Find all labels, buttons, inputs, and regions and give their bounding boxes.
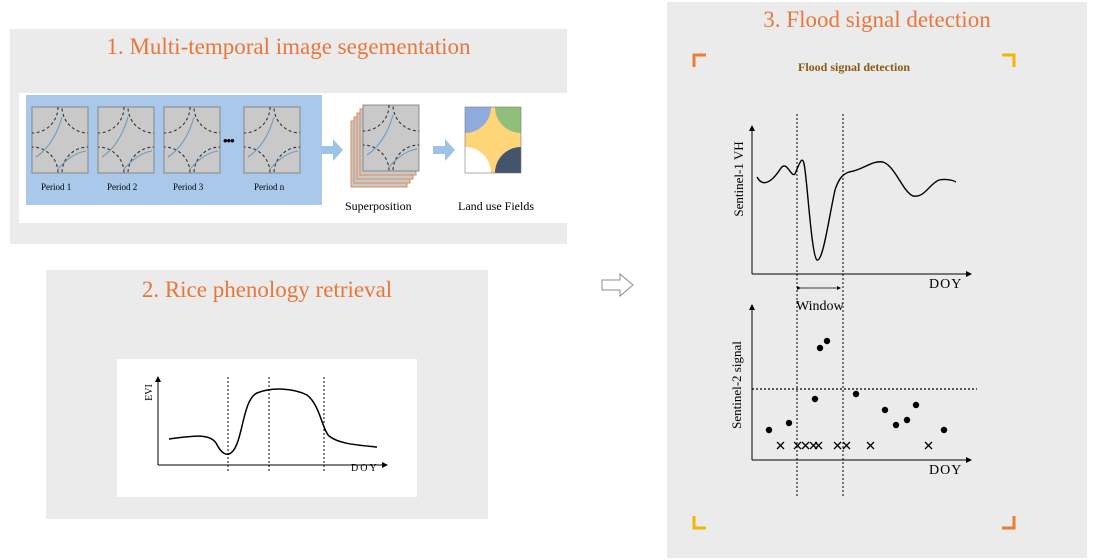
segmentation-figure: Period 1 Period 2 Period 3 Period n ••• … xyxy=(19,93,568,223)
corner-bracket-bottom-right xyxy=(1002,516,1016,530)
corner-bracket-bottom-left xyxy=(692,516,706,530)
evi-curve-chart xyxy=(155,376,388,473)
signal-cross xyxy=(842,441,851,450)
signal-dot xyxy=(823,337,831,345)
signal-dot xyxy=(785,419,793,427)
phenology-figure: EVI DOY xyxy=(117,359,417,497)
period-n-label: Period n xyxy=(254,182,285,192)
segmentation-diagram xyxy=(19,93,522,205)
corner-bracket-top-left xyxy=(692,53,706,67)
period-1-label: Period 1 xyxy=(41,182,72,192)
superposition-label: Superposition xyxy=(345,199,412,213)
panel-transition-arrow xyxy=(601,272,634,298)
segmentation-panel: 1. Multi-temporal image segementation xyxy=(10,29,568,244)
signal-cross xyxy=(776,441,785,450)
signal-cross xyxy=(814,441,823,450)
signal-dot xyxy=(940,426,948,434)
ellipsis-dots: ••• xyxy=(223,133,235,148)
flood-detection-subtitle: Flood signal detection xyxy=(797,60,910,74)
signal-dot xyxy=(765,426,773,434)
segmentation-title: 1. Multi-temporal image segementation xyxy=(106,34,471,59)
vh-backscatter-curve xyxy=(756,159,956,261)
signal-y-label: Sentinel-2 signal xyxy=(729,341,744,429)
evi-curve xyxy=(168,388,378,455)
corner-bracket-top-right xyxy=(1002,53,1016,67)
land-use-fields-label: Land use Fields xyxy=(458,199,534,213)
superposition-stack xyxy=(337,79,445,197)
period-2-label: Period 2 xyxy=(107,182,138,192)
vh-y-label: Sentinel-1 VH xyxy=(731,141,746,217)
signal-dot xyxy=(892,421,900,429)
flood-detection-title: 3. Flood signal detection xyxy=(763,7,991,32)
evi-y-label: EVI xyxy=(143,384,155,401)
signal-cross xyxy=(866,441,875,450)
signal-dot xyxy=(811,395,819,403)
signal-cross xyxy=(793,441,802,450)
window-label: Window xyxy=(796,299,844,314)
signal-cross xyxy=(924,441,933,450)
signal-dot xyxy=(912,401,920,409)
doy-x-label: DOY xyxy=(351,463,379,474)
arrow-to-fields xyxy=(433,139,455,161)
signal-dot xyxy=(816,344,824,352)
flood-detection-charts xyxy=(749,114,977,497)
signal-dot xyxy=(852,390,860,398)
arrow-to-superposition xyxy=(321,139,343,161)
land-use-fields-map xyxy=(464,106,522,174)
period-3-label: Period 3 xyxy=(173,182,204,192)
signal-cross xyxy=(833,441,842,450)
signal-x-label: DOY xyxy=(929,463,963,478)
signal-cross xyxy=(801,441,810,450)
signal-dot xyxy=(881,406,889,414)
phenology-panel: 2. Rice phenology retrieval EVI DOY xyxy=(46,270,488,519)
vh-x-label: DOY xyxy=(929,277,963,292)
signal-dot xyxy=(903,416,911,424)
phenology-title: 2. Rice phenology retrieval xyxy=(141,277,393,302)
flood-detection-panel: 3. Flood signal detection Flood signal d… xyxy=(667,2,1087,558)
